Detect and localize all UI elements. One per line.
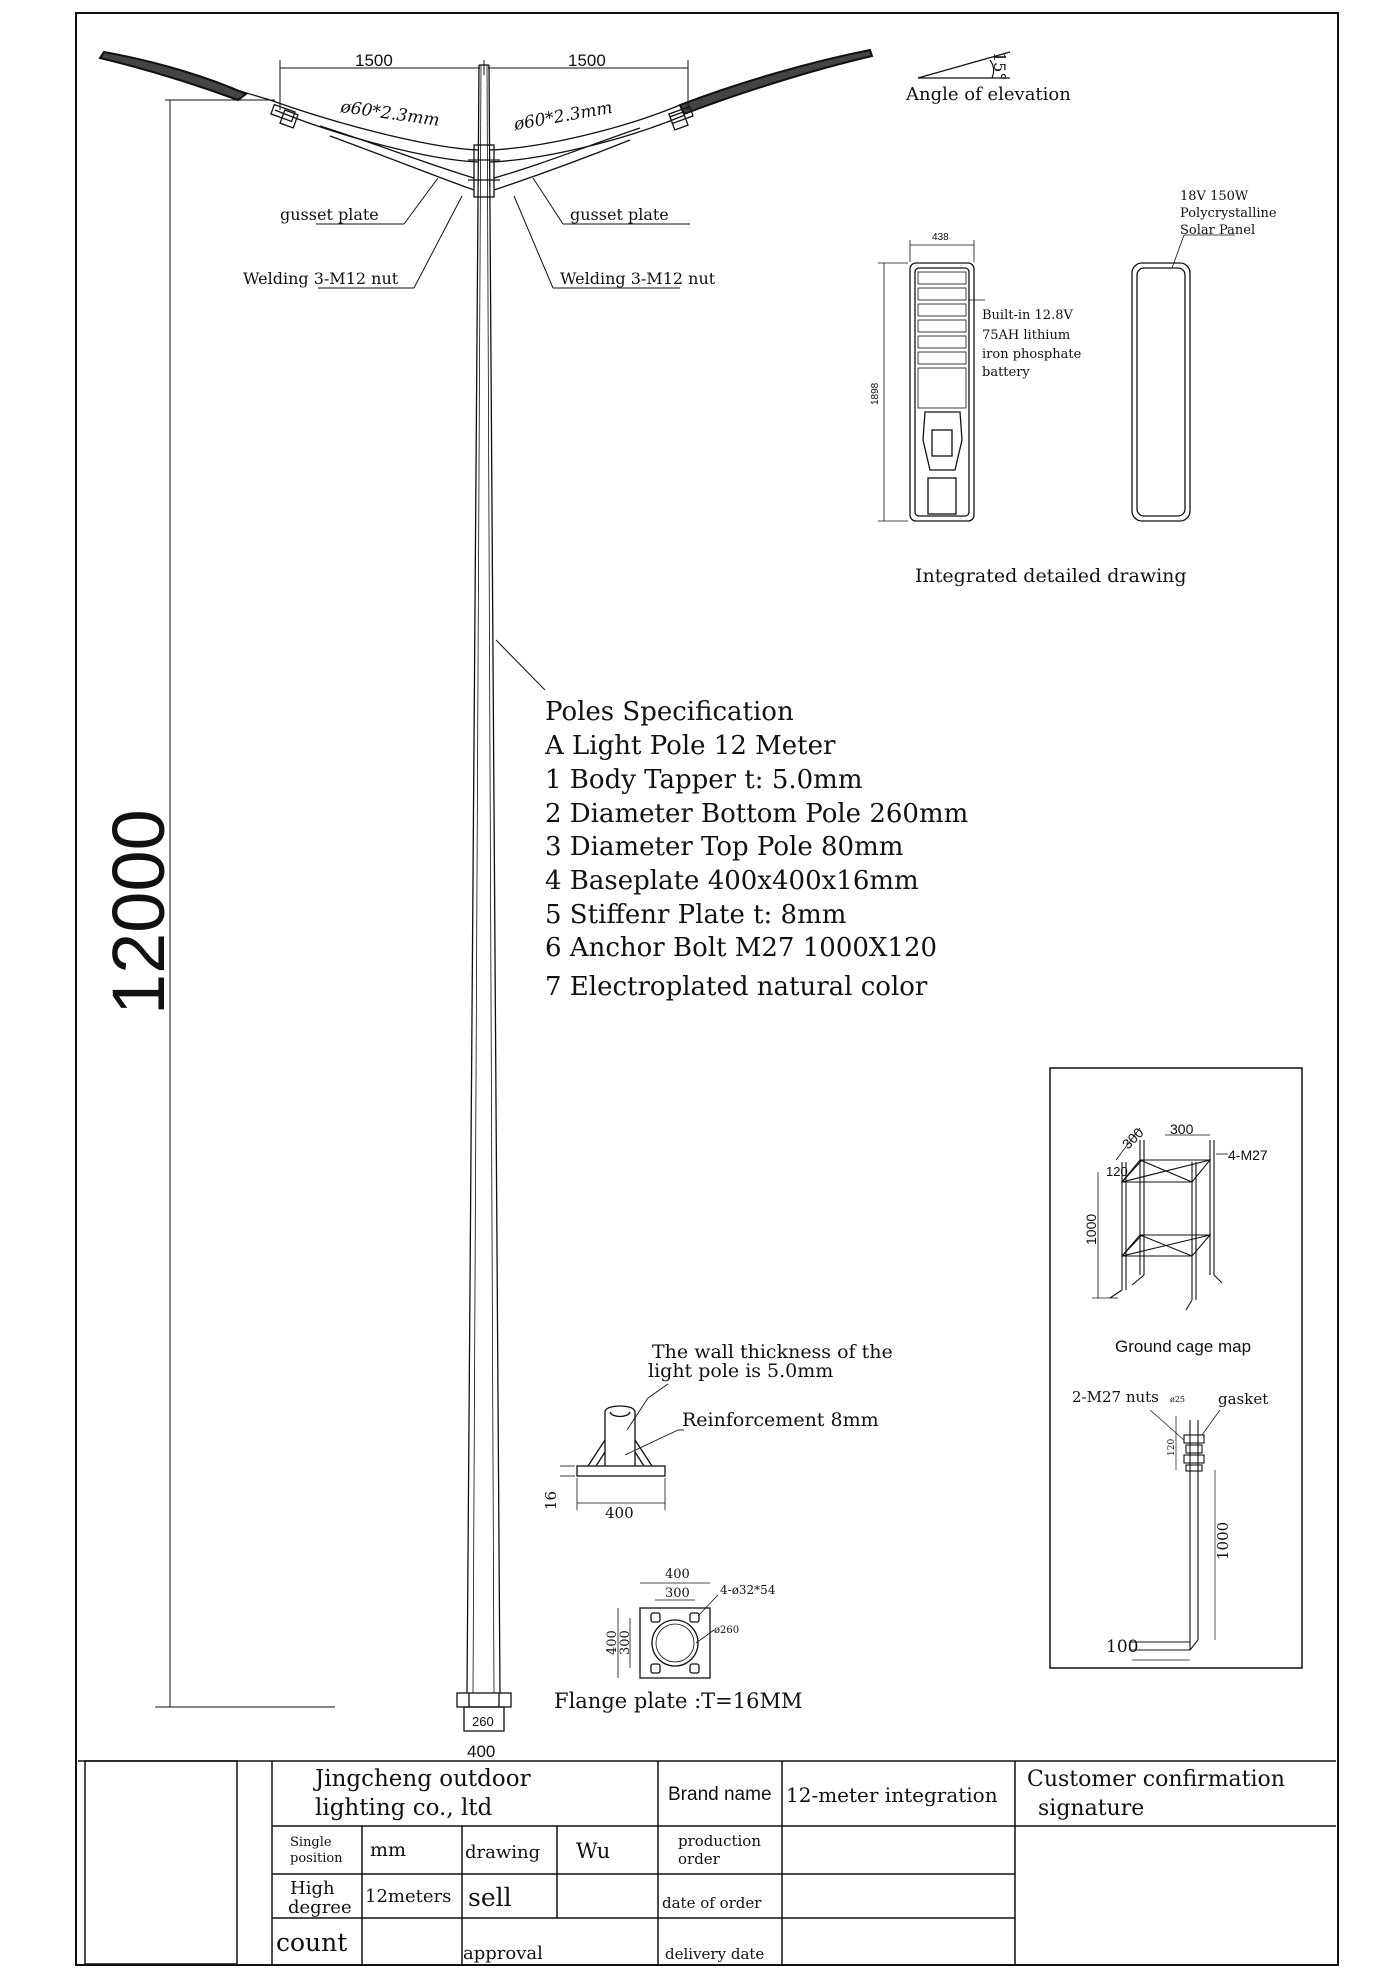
sell-label: sell xyxy=(468,1883,512,1912)
base-thickness-dim: 16 xyxy=(542,1491,560,1510)
brand-name-value: 12-meter integration xyxy=(786,1783,998,1807)
unit-label-2: position xyxy=(290,1851,343,1866)
battery-line-1: Built-in 12.8V xyxy=(982,308,1073,323)
spec-line-2: 2 Diameter Bottom Pole 260mm xyxy=(545,799,968,829)
panel-line-3: Solar Panel xyxy=(1180,223,1255,238)
cage-dim-a: 300 xyxy=(1119,1124,1147,1152)
gusset-left-label: gusset plate xyxy=(280,205,379,224)
height-label-1: High xyxy=(290,1878,335,1899)
cage-bolts: 4-M27 xyxy=(1228,1147,1268,1163)
flange-inner-dim: 300 xyxy=(665,1586,690,1601)
cage-dim-b: 300 xyxy=(1170,1121,1194,1137)
battery-line-4: battery xyxy=(982,365,1030,380)
flange-plate xyxy=(617,1582,719,1679)
customer-confirmation-1: Customer confirmation xyxy=(1027,1767,1285,1792)
right-arm xyxy=(489,48,874,191)
weld-right-label: Welding 3-M12 nut xyxy=(560,269,716,288)
flange-side-inner-dim: 300 xyxy=(618,1630,633,1655)
flange-side-outer-dim: 400 xyxy=(605,1630,620,1655)
company-line-2: lighting co., ltd xyxy=(315,1795,493,1821)
spec-line-7: 7 Electroplated natural color xyxy=(545,972,928,1002)
drawing-label: drawing xyxy=(465,1842,540,1863)
company-line-1: Jingcheng outdoor xyxy=(313,1766,531,1792)
gusset-right-label: gusset plate xyxy=(570,205,669,224)
unit-label-1: Single xyxy=(290,1835,332,1850)
spec-line-3: 3 Diameter Top Pole 80mm xyxy=(545,832,903,862)
solar-panel xyxy=(1131,234,1235,522)
delivery-date-label: delivery date xyxy=(665,1945,764,1963)
base-outer-dimension: 400 xyxy=(467,1742,495,1761)
drawing-value: Wu xyxy=(576,1839,610,1863)
sheet-border xyxy=(75,12,1339,1966)
arm-right-dimension: 1500 xyxy=(568,51,606,70)
spec-line-a: A Light Pole 12 Meter xyxy=(544,731,836,761)
battery-line-2: 75AH lithium xyxy=(982,328,1070,343)
height-value: 12meters xyxy=(365,1886,451,1907)
light-pole xyxy=(456,64,512,1732)
reinforcement-label: Reinforcement 8mm xyxy=(682,1409,879,1431)
cage-frame xyxy=(1049,1067,1303,1669)
base-plate-detail xyxy=(560,1383,684,1510)
cage-dim-120: 120 xyxy=(1106,1164,1128,1179)
height-dimension xyxy=(155,99,335,1708)
anchor-bolt xyxy=(1129,1409,1221,1661)
title-block xyxy=(78,1760,1336,1965)
cage-nuts-label: 2-M27 nuts xyxy=(1072,1388,1159,1406)
ground-cage xyxy=(1092,1127,1228,1311)
arm-left-dimension: 1500 xyxy=(355,51,393,70)
arm-dimensions xyxy=(279,60,689,110)
spec-title: Poles Specification xyxy=(545,697,794,727)
bolt-dim-1000: 1000 xyxy=(1214,1522,1232,1560)
flange-caption: Flange plate :T=16MM xyxy=(554,1689,803,1713)
bolt-dim-100: 100 xyxy=(1106,1637,1138,1657)
order-date-label: date of order xyxy=(662,1894,762,1912)
customer-confirmation-2: signature xyxy=(1038,1796,1144,1821)
panel-line-2: Polycrystalline xyxy=(1180,206,1277,221)
spec-line-6: 6 Anchor Bolt M27 1000X120 xyxy=(545,933,937,963)
spec-line-4: 4 Baseplate 400x400x16mm xyxy=(545,866,919,896)
battery-line-3: iron phosphate xyxy=(982,347,1082,362)
count-label: count xyxy=(276,1928,347,1957)
weld-left-label: Welding 3-M12 nut xyxy=(243,269,399,288)
flange-outer-dim: 400 xyxy=(665,1567,690,1582)
production-order-2: order xyxy=(678,1850,721,1868)
arm-right-pipe: ø60*2.3mm xyxy=(511,98,614,135)
base-inner-dimension: 260 xyxy=(472,1714,494,1729)
leader-lines xyxy=(316,177,690,691)
integrated-height-dim: 1898 xyxy=(870,382,881,405)
approval-label: approval xyxy=(463,1943,543,1964)
cage-nut-diameter: ø25 xyxy=(1170,1395,1185,1404)
elevation-label: Angle of elevation xyxy=(905,84,1071,105)
cage-gasket-label: gasket xyxy=(1218,1390,1268,1408)
production-order-1: production xyxy=(678,1832,761,1850)
bolt-dim-120: 120 xyxy=(1167,1439,1177,1456)
flange-bore-label: ø260 xyxy=(714,1625,739,1636)
integrated-light-front xyxy=(878,240,985,522)
panel-line-1: 18V 150W xyxy=(1180,189,1249,204)
flange-holes-label: 4-ø32*54 xyxy=(720,1583,776,1597)
wall-note-2: light pole is 5.0mm xyxy=(648,1360,833,1382)
elevation-angle: 15° xyxy=(990,52,1009,80)
cage-dim-1000: 1000 xyxy=(1083,1214,1099,1245)
cage-caption: Ground cage map xyxy=(1115,1337,1251,1356)
elevation-symbol xyxy=(917,51,1011,79)
spec-line-1: 1 Body Tapper t: 5.0mm xyxy=(545,765,862,795)
integrated-width-dim: 438 xyxy=(932,232,949,243)
wall-note-1: The wall thickness of the xyxy=(652,1341,893,1363)
unit-value: mm xyxy=(370,1839,406,1861)
integrated-caption: Integrated detailed drawing xyxy=(915,565,1187,587)
height-label-2: degree xyxy=(288,1897,352,1918)
spec-line-5: 5 Stiffenr Plate t: 8mm xyxy=(545,900,846,930)
base-width-dim: 400 xyxy=(605,1504,634,1522)
pole-height-dimension: 12000 xyxy=(97,809,180,1015)
brand-name-label: Brand name xyxy=(668,1784,772,1805)
